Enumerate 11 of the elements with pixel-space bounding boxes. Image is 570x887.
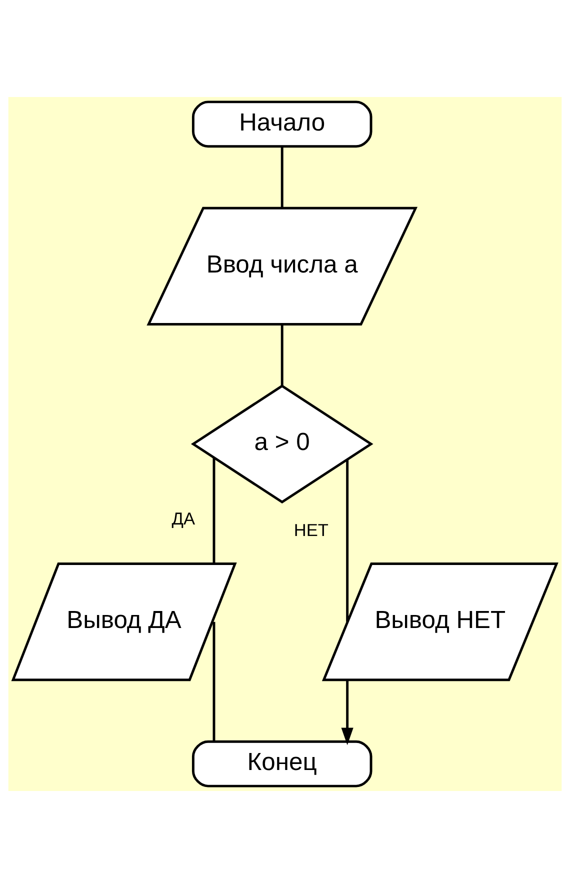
- connector: [212, 457, 216, 563]
- connector: [280, 146, 284, 208]
- node-box: Начало: [192, 100, 372, 148]
- connector: [212, 621, 216, 741]
- connector: [346, 458, 349, 622]
- node-box: Конец: [192, 740, 372, 787]
- connector: [280, 324, 284, 386]
- edge-label: НЕТ: [294, 519, 328, 540]
- arrow: [341, 680, 354, 745]
- edge-label: ДА: [172, 508, 196, 528]
- node-diamond: а > 0: [190, 384, 374, 504]
